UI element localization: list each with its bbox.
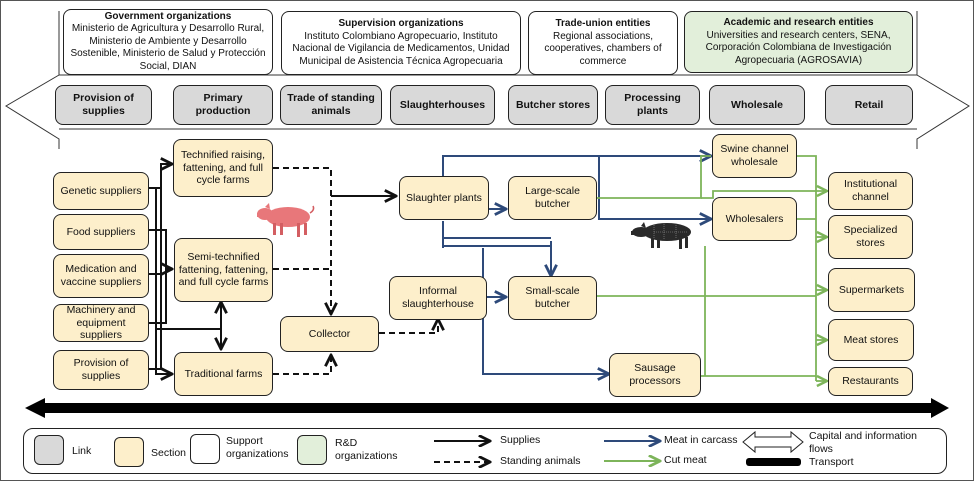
legend-transport-bar: [746, 458, 801, 466]
legend-support-swatch: [190, 434, 220, 464]
link-provision-of-supplies: Provision of supplies: [55, 85, 152, 125]
support-org-government: Government organizations Ministerio de A…: [63, 9, 273, 75]
legend-standing-arrow: [434, 456, 494, 468]
link-primary-production: Primary production: [173, 85, 273, 125]
support-org-title: Government organizations: [104, 10, 232, 22]
section-provision-of-supplies: Provision of supplies: [53, 350, 149, 390]
section-machinery-suppliers: Machinery and equipment suppliers: [53, 304, 149, 342]
support-org-body: Ministerio de Agricultura y Desarrollo R…: [70, 23, 266, 72]
capital-information-arrow: [5, 11, 970, 149]
link-trade-standing-animals: Trade of standing animals: [280, 85, 382, 125]
support-org-trade-union: Trade-union entities Regional associatio…: [528, 11, 678, 75]
section-meat-stores: Meat stores: [828, 319, 914, 361]
rd-org-title: Academic and research entities: [723, 17, 874, 28]
section-small-scale-butcher: Small-scale butcher: [508, 276, 597, 320]
legend-cut-label: Cut meat: [664, 454, 707, 466]
support-org-title: Trade-union entities: [555, 18, 651, 29]
legend-standing-label: Standing animals: [500, 455, 581, 467]
legend-support-label: Support organizations: [226, 435, 289, 460]
section-institutional-channel: Institutional channel: [828, 172, 913, 210]
live-pig-icon: [257, 203, 315, 237]
legend-carcass-arrow: [604, 435, 664, 447]
meat-in-carcass-lines: [442, 156, 711, 374]
section-traditional-farms: Traditional farms: [174, 352, 273, 396]
link-wholesale: Wholesale: [709, 85, 805, 125]
legend-capital-double-arrow: [742, 430, 804, 454]
section-slaughter-plants: Slaughter plants: [399, 176, 489, 220]
legend-link-swatch: [34, 435, 64, 465]
support-org-body: Instituto Colombiano Agropecuario, Insti…: [292, 30, 510, 67]
legend-cut-arrow: [604, 455, 664, 467]
section-collector: Collector: [280, 316, 379, 352]
rd-org-academic: Academic and research entities Universit…: [684, 11, 913, 73]
link-butcher-stores: Butcher stores: [508, 85, 598, 125]
legend-rd-swatch: [297, 435, 327, 465]
legend-link-label: Link: [72, 445, 92, 457]
section-large-scale-butcher: Large-scale butcher: [508, 176, 597, 220]
section-medication-suppliers: Medication and vaccine suppliers: [53, 254, 149, 298]
supplies-lines: [149, 164, 396, 374]
legend-rd-label: R&D organizations: [335, 437, 398, 462]
legend-supplies-arrow: [434, 435, 494, 447]
transport-arrow: [25, 398, 949, 418]
cut-meat-lines: [597, 155, 827, 381]
link-processing-plants: Processing plants: [605, 85, 700, 125]
support-org-supervision: Supervision organizations Instituto Colo…: [281, 11, 521, 75]
rd-org-body: Universities and research centers, SENA,…: [705, 29, 892, 66]
section-wholesalers: Wholesalers: [712, 197, 797, 241]
section-food-suppliers: Food suppliers: [53, 214, 149, 250]
link-retail: Retail: [825, 85, 913, 125]
legend-transport-label: Transport: [809, 456, 854, 468]
section-swine-channel-wholesale: Swine channel wholesale: [712, 134, 797, 178]
link-slaughterhouses: Slaughterhouses: [390, 85, 495, 125]
carcass-pig-icon: [631, 222, 691, 249]
section-sausage-processors: Sausage processors: [609, 353, 701, 397]
legend: Link Section Support organizations R&D o…: [23, 428, 947, 474]
legend-section-swatch: [114, 437, 144, 467]
legend-section-label: Section: [151, 447, 187, 459]
section-restaurants: Restaurants: [828, 367, 913, 396]
section-technified-farms: Technified raising, fattening, and full …: [173, 139, 273, 197]
section-supermarkets: Supermarkets: [828, 268, 915, 312]
standing-animals-lines: [273, 167, 438, 375]
section-informal-slaughterhouse: Informal slaughterhouse: [389, 276, 487, 320]
legend-capital-label: Capital and information flows: [809, 430, 917, 455]
section-semi-technified-farms: Semi-technified fattening, fattening, an…: [174, 238, 273, 302]
support-org-title: Supervision organizations: [338, 18, 464, 29]
section-genetic-suppliers: Genetic suppliers: [53, 172, 149, 210]
section-specialized-stores: Specialized stores: [828, 215, 913, 259]
support-org-body: Regional associations, cooperatives, cha…: [544, 30, 662, 67]
legend-carcass-label: Meat in carcass: [664, 434, 738, 446]
legend-supplies-label: Supplies: [500, 434, 541, 446]
